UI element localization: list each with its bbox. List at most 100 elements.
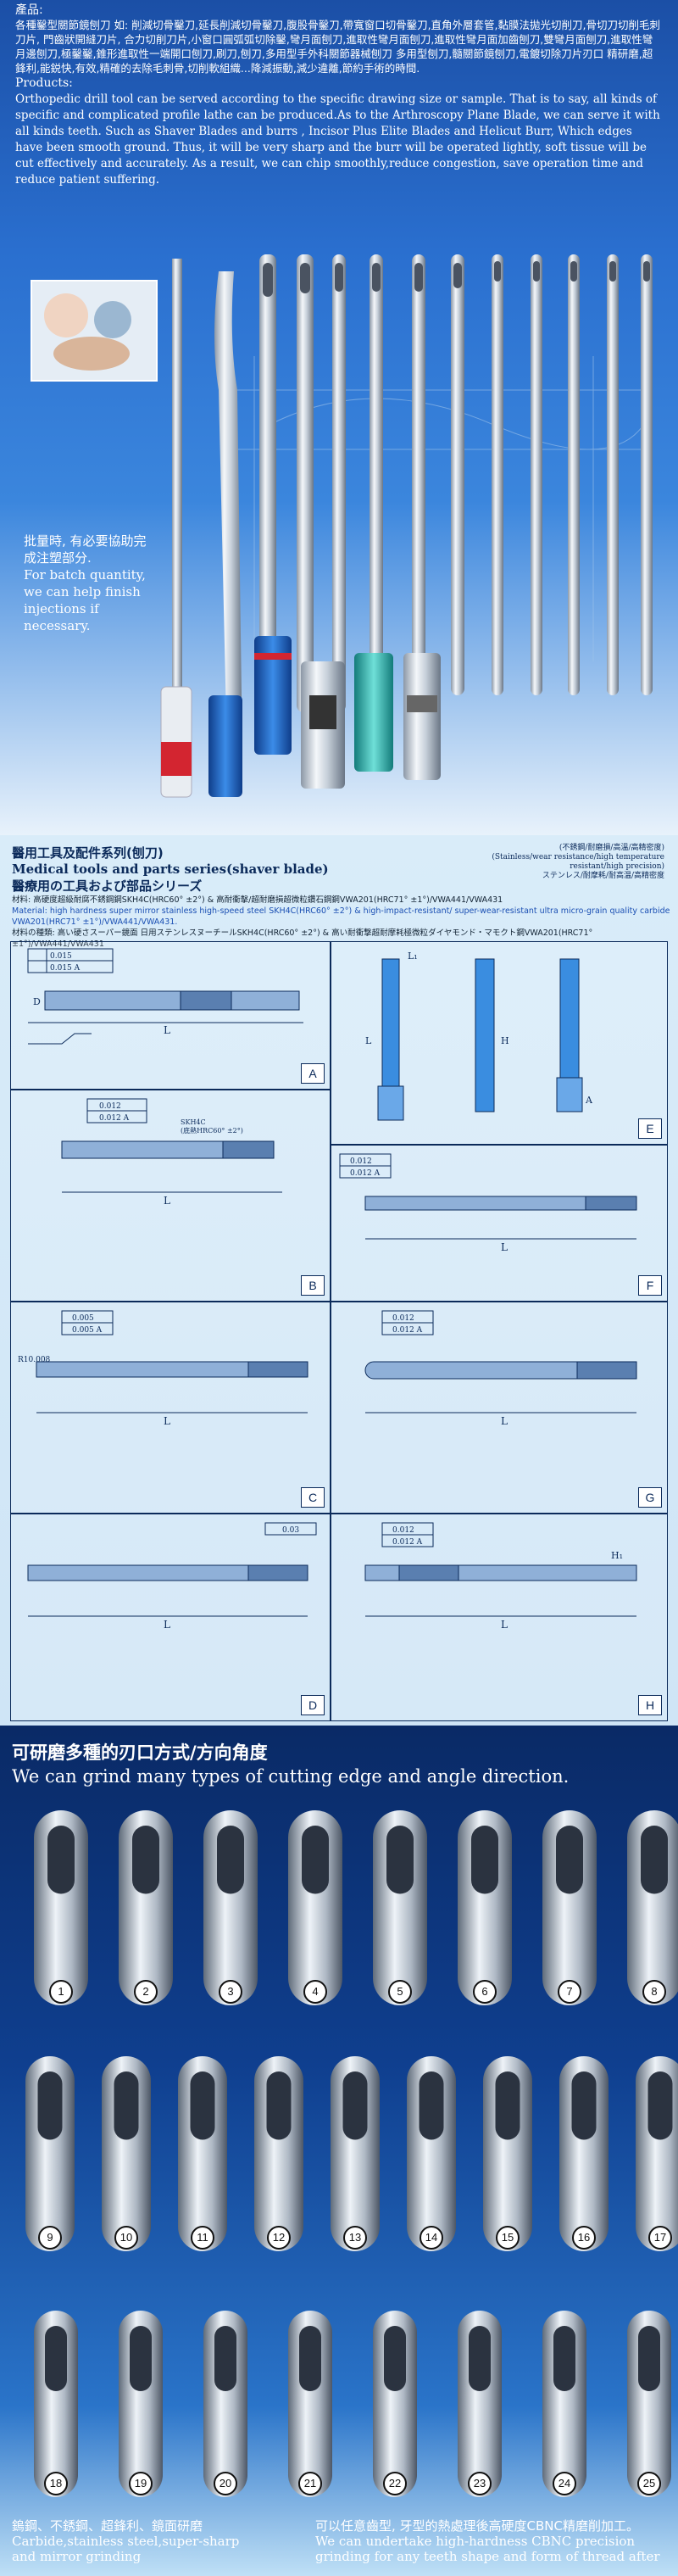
- material-zh: 材料: 高硬度超級耐腐不銹鋼鋼SKH4C(HRC60° ±2°) & 高耐衝擊/…: [12, 895, 503, 905]
- panel-label-g: G: [638, 1487, 662, 1508]
- blade-window: [342, 2071, 368, 2140]
- drawing-c: 0.005 0.005 A R10.008 L: [18, 1310, 308, 1427]
- tip-number: 15: [496, 2226, 520, 2250]
- blade-window: [299, 2326, 321, 2391]
- caption-right-en: We can undertake high-hardness CBNC prec…: [315, 2534, 660, 2564]
- dim-d-L: L: [164, 1619, 170, 1631]
- spec-note-jp: ステンレス/耐摩耗/耐高温/高精密度: [542, 872, 664, 880]
- caption-left: 鎢鋼、不銹鋼、超鋒利、鏡面研磨 Carbide,stainless steel,…: [12, 2518, 266, 2564]
- dim-e-A: A: [585, 1095, 593, 1106]
- batch-zh: 批量時, 有必要協助完成注塑部分.: [24, 533, 147, 566]
- tip-number: 5: [388, 1980, 412, 2004]
- anatomy-inset-image: [31, 280, 158, 382]
- tip-number: 8: [642, 1980, 666, 2004]
- blade-window: [556, 1826, 583, 1894]
- blade-window: [419, 2071, 444, 2140]
- dim-e-L: L: [365, 1035, 372, 1046]
- tip-number: 22: [383, 2472, 407, 2495]
- tol-f-2: 0.012 A: [350, 1169, 381, 1178]
- blade-window: [130, 2326, 152, 2391]
- panel-label-h: H: [638, 1695, 662, 1715]
- panel-g: 0.012 0.012 A L G: [331, 1302, 668, 1514]
- dim-c-L: L: [164, 1415, 170, 1427]
- dim-a-L: L: [164, 1024, 170, 1036]
- drawing-a: 0.015 0.015 A L D: [27, 948, 303, 1045]
- caption-right-zh: 可以任意齒型, 牙型的熱處理後高硬度CBNC精磨削加工。: [315, 2518, 639, 2534]
- dim-e-L1: L₁: [408, 951, 418, 962]
- tol-b-1: 0.012: [99, 1102, 121, 1111]
- title-zh: 醫用工具及配件系列(刨刀): [12, 845, 164, 861]
- blade-window: [214, 2326, 236, 2391]
- tip-number: 4: [303, 1980, 327, 2004]
- dim-f-L: L: [501, 1241, 508, 1253]
- batch-note: 批量時, 有必要協助完成注塑部分. For batch quantity, we…: [24, 532, 151, 634]
- blade-window: [386, 1826, 414, 1894]
- edges-section: 可研磨多種的刃口方式/方向角度 We can grind many types …: [0, 1726, 678, 2576]
- blade-window: [571, 2071, 597, 2140]
- blade-shafts: [172, 254, 653, 784]
- material-notes: 材料: 高硬度超級耐腐不銹鋼鋼SKH4C(HRC60° ±2°) & 高耐衝擊/…: [12, 895, 673, 950]
- treat-b: SKH4C: [181, 1118, 206, 1126]
- blade-tips-gallery: [25, 1810, 678, 2497]
- tip-number: 19: [129, 2472, 153, 2495]
- drawing-f: 0.012 0.012 A L: [339, 1153, 637, 1253]
- title-jp: 醫療用の工具および部品シリーズ: [12, 878, 203, 894]
- batch-en: For batch quantity, we can help finish i…: [24, 567, 146, 633]
- drawing-g: 0.012 0.012 A L: [364, 1310, 637, 1427]
- drawings-header: 醫用工具及配件系列(刨刀) Medical tools and parts se…: [12, 844, 673, 950]
- panel-f: 0.012 0.012 A L F: [331, 1145, 668, 1302]
- intro-text: 產品: 各種鑿型關節鏡刨刀 如: 削減切骨鑿刀,延長削減切骨鑿刀,腹股骨鑿刀,帶…: [0, 0, 678, 192]
- tip-number: 20: [214, 2472, 237, 2495]
- panel-label-b: B: [301, 1275, 325, 1296]
- material-en: Material: high hardness super mirror sta…: [12, 906, 670, 927]
- spec-note-en: (Stainless/wear resistance/high temperat…: [492, 853, 664, 871]
- drawings-section: 醫用工具及配件系列(刨刀) Medical tools and parts se…: [0, 835, 678, 1726]
- tip-number: 11: [191, 2226, 214, 2250]
- panel-c: 0.005 0.005 A R10.008 L C: [10, 1302, 331, 1514]
- tol-a-2: 0.015 A: [50, 964, 81, 973]
- tip-number: 24: [553, 2472, 576, 2495]
- panel-label-c: C: [301, 1487, 325, 1508]
- drawing-h: 0.012 0.012 A L H₁: [364, 1522, 637, 1631]
- blade-window: [47, 1826, 75, 1894]
- caption-left-en: Carbide,stainless steel,super-sharp and …: [12, 2534, 240, 2564]
- blade-window: [302, 1826, 329, 1894]
- blade-window: [384, 2326, 406, 2391]
- products-section: 產品: 各種鑿型關節鏡刨刀 如: 削減切骨鑿刀,延長削減切骨鑿刀,腹股骨鑿刀,帶…: [0, 0, 678, 835]
- blade-window: [37, 2071, 63, 2140]
- caption-left-zh: 鎢鋼、不銹鋼、超鋒利、鏡面研磨: [12, 2518, 203, 2534]
- tip-number: 10: [114, 2226, 138, 2250]
- tip-number: 17: [648, 2226, 672, 2250]
- tip-number: 13: [343, 2226, 367, 2250]
- label-en: Products:: [15, 76, 73, 90]
- tol-h-2: 0.012 A: [392, 1538, 423, 1547]
- blade-window: [45, 2326, 67, 2391]
- blade-window: [495, 2071, 520, 2140]
- tip-number: 1: [49, 1980, 73, 2004]
- tol-g-1: 0.012: [392, 1314, 414, 1323]
- tol-a-1: 0.015: [50, 952, 72, 961]
- drawing-d: 0.03 L: [27, 1522, 317, 1631]
- panel-b: 0.012 0.012 A SKH4C (底熱HRC60° ±2°) L B: [10, 1090, 331, 1302]
- tip-number: 6: [473, 1980, 497, 2004]
- spec-note: (不銹鋼/耐磨損/高溫/高精密度) (Stainless/wear resist…: [461, 844, 664, 881]
- tol-c-2: 0.005 A: [72, 1326, 103, 1335]
- dim-a-D: D: [33, 996, 41, 1007]
- blade-window: [469, 2326, 491, 2391]
- tip-number: 21: [298, 2472, 322, 2495]
- panel-h: 0.012 0.012 A L H₁ H: [331, 1514, 668, 1721]
- desc-en: Orthopedic drill tool can be served acco…: [15, 92, 660, 187]
- blade-window: [638, 2326, 660, 2391]
- panel-label-d: D: [301, 1695, 325, 1715]
- tol-g-2: 0.012 A: [392, 1326, 423, 1335]
- caption-right: 可以任意齒型, 牙型的熱處理後高硬度CBNC精磨削加工。 We can unde…: [315, 2518, 671, 2564]
- tip-number: 3: [219, 1980, 242, 2004]
- tip-number: 9: [38, 2226, 62, 2250]
- tip-number: 14: [420, 2226, 443, 2250]
- label-zh: 產品:: [15, 3, 43, 17]
- dim-h-H1: H₁: [611, 1550, 623, 1561]
- blade-window: [114, 2071, 139, 2140]
- tol-c-1: 0.005: [72, 1314, 94, 1323]
- edges-title-zh: 可研磨多種的刃口方式/方向角度: [12, 1742, 268, 1763]
